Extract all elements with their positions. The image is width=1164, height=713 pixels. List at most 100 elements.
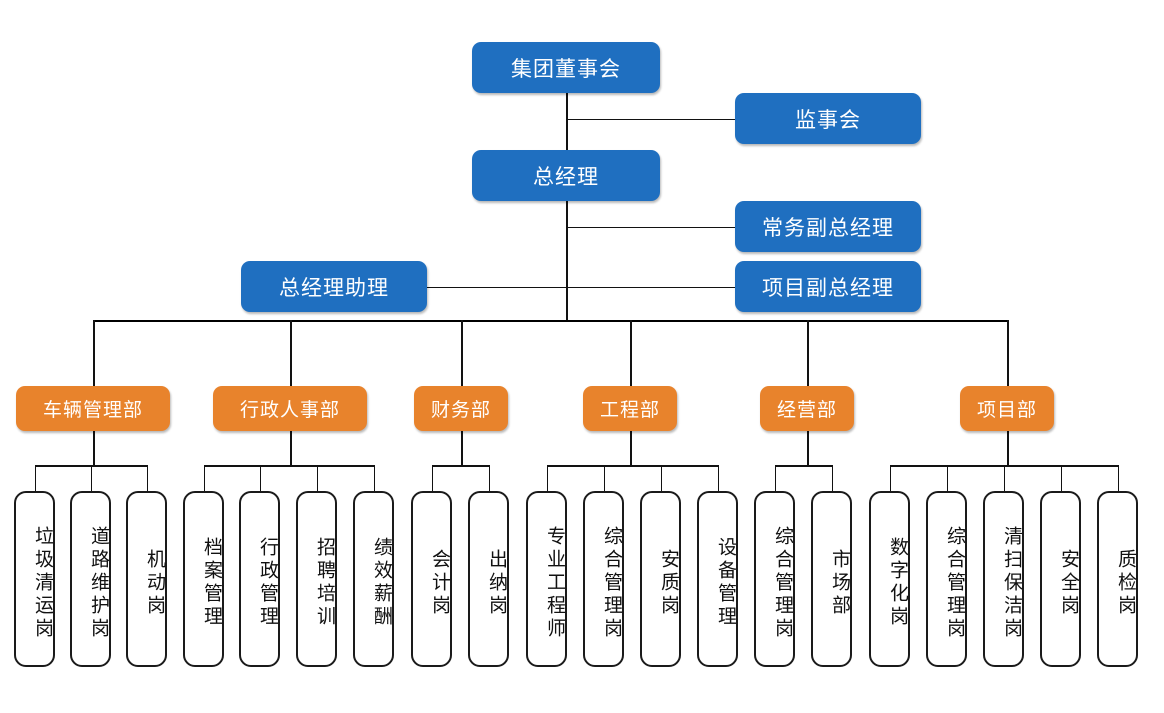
node-label: 招聘培训: [314, 537, 336, 629]
node-label: 安质岗: [658, 548, 680, 618]
node-label: 机动岗: [144, 548, 166, 618]
leafbus-finance: [431, 465, 489, 467]
leaf-node-accounting[interactable]: 会计岗: [411, 491, 452, 667]
department-node-project-dept[interactable]: 项目部: [960, 386, 1054, 431]
connector-leafbus-to-professional-eng: [546, 465, 549, 491]
connector-leafbus-to-admin-mgmt: [259, 465, 262, 491]
node-label: 质检岗: [1115, 548, 1137, 618]
connector-bus-to-finance: [461, 320, 463, 386]
connector-leafbus-to-proj-general-mgmt: [946, 465, 949, 491]
executive-node-gm-assistant[interactable]: 总经理助理: [241, 261, 427, 312]
leaf-node-flexible-duty[interactable]: 机动岗: [126, 491, 167, 667]
leaf-node-proj-general-mgmt[interactable]: 综合管理岗: [926, 491, 967, 667]
connector-leafbus-to-eng-general-mgmt: [603, 465, 606, 491]
connector-bus-to-project-dept: [1007, 320, 1009, 386]
connector-bus-to-operations: [807, 320, 809, 386]
leaf-node-safety-post[interactable]: 安全岗: [1040, 491, 1081, 667]
connector-bus-to-vehicle-mgmt: [93, 320, 95, 386]
connector-leafbus-to-digitalization: [889, 465, 892, 491]
connector-board-to-gm: [566, 93, 568, 150]
node-label: 行政人事部: [239, 399, 340, 421]
node-label: 设备管理: [715, 537, 737, 629]
node-label: 专业工程师: [544, 525, 566, 641]
leaf-node-digitalization[interactable]: 数字化岗: [869, 491, 910, 667]
connector-leafbus-to-recruit-training: [316, 465, 319, 491]
node-label: 清扫保洁岗: [1001, 525, 1023, 641]
node-label: 常务副总经理: [762, 215, 894, 240]
node-label: 项目部: [976, 399, 1037, 421]
node-label: 综合管理岗: [772, 525, 794, 641]
node-label: 集团董事会: [511, 56, 621, 81]
leaf-node-quality-check[interactable]: 质检岗: [1097, 491, 1138, 667]
node-label: 行政管理: [257, 537, 279, 629]
department-node-operations[interactable]: 经营部: [760, 386, 854, 431]
node-label: 综合管理岗: [601, 525, 623, 641]
leaf-node-recruit-training[interactable]: 招聘培训: [296, 491, 337, 667]
connector-gm-to-project-vice-gm: [566, 286, 735, 289]
node-label: 会计岗: [429, 548, 451, 618]
leaf-node-admin-mgmt[interactable]: 行政管理: [239, 491, 280, 667]
connector-bus-to-engineering: [630, 320, 632, 386]
leaf-node-performance-pay[interactable]: 绩效薪酬: [353, 491, 394, 667]
node-label: 出纳岗: [486, 548, 508, 618]
node-label: 监事会: [795, 107, 861, 132]
leaf-node-waste-transport[interactable]: 垃圾清运岗: [14, 491, 55, 667]
connector-bus-to-admin-hr: [290, 320, 292, 386]
node-label: 工程部: [599, 399, 660, 421]
connector-leafbus-to-market-dept: [831, 465, 834, 491]
connector-gm-spine-to-supervisory: [566, 118, 735, 121]
connector-leafbus-to-ops-general-mgmt: [774, 465, 777, 491]
connector-engineering-to-leafbus: [630, 431, 632, 465]
connector-operations-to-leafbus: [807, 431, 809, 465]
node-label: 综合管理岗: [944, 525, 966, 641]
connector-leafbus-to-archive-mgmt: [203, 465, 206, 491]
connector-leafbus-to-cleaning: [1003, 465, 1006, 491]
department-bus: [93, 320, 1007, 322]
department-node-vehicle-mgmt[interactable]: 车辆管理部: [16, 386, 170, 431]
leafbus-operations: [774, 465, 832, 467]
connector-leafbus-to-equipment-mgmt: [717, 465, 720, 491]
leaf-node-ops-general-mgmt[interactable]: 综合管理岗: [754, 491, 795, 667]
connector-project-dept-to-leafbus: [1007, 431, 1009, 465]
leafbus-admin-hr: [203, 465, 374, 467]
connector-gm-to-department-bus: [566, 201, 568, 320]
leaf-node-safety-quality[interactable]: 安质岗: [640, 491, 681, 667]
connector-leafbus-to-flexible-duty: [146, 465, 149, 491]
leaf-node-equipment-mgmt[interactable]: 设备管理: [697, 491, 738, 667]
department-node-engineering[interactable]: 工程部: [583, 386, 677, 431]
connector-leafbus-to-performance-pay: [373, 465, 376, 491]
leaf-node-cleaning[interactable]: 清扫保洁岗: [983, 491, 1024, 667]
node-label: 财务部: [430, 399, 491, 421]
connector-leafbus-to-road-maintenance: [90, 465, 93, 491]
connector-leafbus-to-quality-check: [1117, 465, 1120, 491]
leaf-node-professional-eng[interactable]: 专业工程师: [526, 491, 567, 667]
node-label: 车辆管理部: [42, 399, 143, 421]
department-node-finance[interactable]: 财务部: [414, 386, 508, 431]
leaf-node-market-dept[interactable]: 市场部: [811, 491, 852, 667]
leaf-node-eng-general-mgmt[interactable]: 综合管理岗: [583, 491, 624, 667]
executive-node-supervisory[interactable]: 监事会: [735, 93, 921, 144]
connector-leafbus-to-accounting: [431, 465, 434, 491]
connector-admin-hr-to-leafbus: [290, 431, 292, 465]
connector-leafbus-to-waste-transport: [34, 465, 37, 491]
executive-node-exec-vice-gm[interactable]: 常务副总经理: [735, 201, 921, 252]
executive-node-project-vice-gm[interactable]: 项目副总经理: [735, 261, 921, 312]
leaf-node-cashier[interactable]: 出纳岗: [468, 491, 509, 667]
leaf-node-road-maintenance[interactable]: 道路维护岗: [70, 491, 111, 667]
connector-vehicle-mgmt-to-leafbus: [93, 431, 95, 465]
node-label: 总经理: [533, 164, 599, 189]
node-label: 绩效薪酬: [371, 537, 393, 629]
connector-gm-to-exec-vice-gm: [566, 226, 735, 229]
connector-leafbus-to-safety-quality: [660, 465, 663, 491]
node-label: 档案管理: [201, 537, 223, 629]
executive-node-general-manager[interactable]: 总经理: [472, 150, 660, 201]
executive-node-board[interactable]: 集团董事会: [472, 42, 660, 93]
connector-gm-assistant-to-spine: [427, 286, 566, 289]
leaf-node-archive-mgmt[interactable]: 档案管理: [183, 491, 224, 667]
connector-finance-to-leafbus: [461, 431, 463, 465]
node-label: 安全岗: [1058, 548, 1080, 618]
node-label: 道路维护岗: [88, 525, 110, 641]
node-label: 垃圾清运岗: [32, 525, 54, 641]
department-node-admin-hr[interactable]: 行政人事部: [213, 386, 367, 431]
